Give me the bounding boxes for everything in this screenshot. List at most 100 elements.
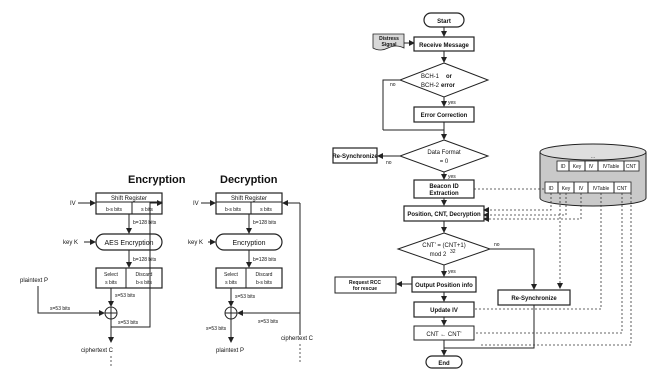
dash-db-end [480, 193, 632, 346]
enc-feedback-line [111, 200, 163, 328]
dash-db-update [474, 193, 602, 310]
data-format-decision [398, 139, 490, 173]
enc-sr-label: Shift Register [111, 196, 147, 202]
bch-no: no [390, 82, 396, 88]
dash-db-position-3 [483, 193, 582, 222]
dec-sr-label: Shift Register [231, 196, 267, 202]
beacon-id-label-2: Extraction [429, 191, 459, 197]
resync-box-1 [332, 147, 378, 164]
db-col-key-back: Key [573, 164, 582, 170]
end-label: End [438, 361, 450, 367]
arrow-cnt-no [490, 248, 537, 290]
enc-sr-bs: b-s bits [106, 207, 123, 213]
enc-key-label: key K [63, 240, 78, 246]
distress-label-1: Distress [379, 36, 399, 42]
enc-plaintext-label: plaintext P [20, 278, 48, 284]
cnt-label-2: mod 2 [430, 252, 447, 258]
db-col-ivtable-back: IVTable [603, 164, 620, 170]
request-rcc-label-1: Request RCC [349, 280, 381, 286]
receive-message-label: Receive Message [419, 43, 469, 49]
dec-select-bits: s bits [225, 280, 237, 286]
db-col-cnt-back: CNT [626, 164, 636, 170]
df-no: no [386, 160, 392, 166]
encryption-diagram: Encryption IV Shift Register b-s bits s … [20, 174, 186, 368]
bch-no-branch [382, 79, 400, 130]
df-yes: yes [448, 174, 456, 180]
enc-s53-a: s=53 bits [115, 293, 136, 299]
bch-2: BCH-2 [421, 83, 440, 89]
dec-s53-a: s=53 bits [235, 294, 256, 300]
db-col-id-back: ID [561, 164, 566, 170]
bch-yes: yes [448, 100, 456, 106]
cnt-decision [396, 232, 492, 266]
dec-sr-bs: b-s bits [225, 207, 242, 213]
dec-select-discard [215, 267, 283, 289]
dec-ciphertext-label: ciphertext C [281, 336, 314, 342]
distress-signal-icon: Distress Signal [372, 33, 405, 51]
distress-label-2: Signal [381, 42, 397, 48]
db-col-key: Key [562, 186, 571, 192]
bch-error: error [441, 83, 456, 89]
request-rcc-box [334, 276, 397, 294]
end-terminal [425, 355, 463, 369]
dec-iv-label: IV [193, 201, 199, 207]
enc-iv-label: IV [70, 201, 76, 207]
db-col-iv: IV [579, 186, 584, 192]
bch-1: BCH-1 [421, 74, 440, 80]
cnt-yes: yes [448, 269, 456, 275]
dash-db-cnt [474, 193, 623, 334]
bch-decision [398, 62, 490, 98]
enc-aes-label: AES Encryption [104, 240, 153, 247]
flowchart: Start Distress Signal Receive Message BC… [332, 12, 647, 369]
db-col-id: ID [549, 186, 554, 192]
cnt-assign-label: CNT ← CNT’ [426, 332, 461, 338]
cnt-label-exp: 32 [450, 249, 456, 255]
enc-b128-top: b=128 bits [133, 220, 157, 226]
decryption-diagram: Decryption IV Shift Register b-s bits s … [188, 174, 314, 362]
dec-discard: Discard [256, 272, 273, 278]
dec-select: Select [224, 272, 239, 278]
update-iv-label: Update IV [430, 308, 458, 314]
enc-sr-s: s bits [141, 207, 153, 213]
cnt-no: no [494, 242, 500, 248]
enc-discard-bits: b-s bits [136, 280, 153, 286]
data-format-2: = 0 [440, 159, 449, 165]
dec-s53-b: s=53 bits [206, 326, 227, 332]
data-format-1: Data Format [427, 150, 461, 156]
db-col-iv-back: IV [589, 164, 594, 170]
enc-select-bits: s bits [105, 280, 117, 286]
error-correction-label: Error Correction [421, 113, 468, 119]
dec-sr-s: s bits [260, 207, 272, 213]
output-position-label: Output Position info [415, 283, 473, 289]
dec-b128-top: b=128 bits [253, 220, 277, 226]
start-label: Start [437, 19, 451, 25]
db-dots: … [591, 154, 596, 160]
encryption-title: Encryption [128, 174, 186, 186]
enc-ciphertext-label: ciphertext C [81, 348, 114, 354]
dash-db-position-1 [483, 193, 552, 213]
request-rcc-label-2: for rescue [353, 286, 377, 292]
enc-plaintext-arrow [37, 286, 105, 316]
resync2-to-end [444, 305, 535, 349]
dec-plaintext-label: plaintext P [216, 348, 244, 354]
dec-enc-label: Encryption [232, 240, 265, 247]
database-icon: … [539, 143, 647, 207]
enc-s53-b: s=53 bits [50, 306, 71, 312]
db-row-back: ID Key IV IVTable CNT [556, 160, 640, 172]
resync-label-1: Re-Synchronize [332, 154, 378, 160]
position-label: Position, CNT, Decryption [407, 212, 481, 218]
cnt-label-1: CNT’ = (CNT+1) [422, 243, 465, 249]
enc-select-discard [95, 267, 163, 289]
dec-discard-bits: b-s bits [256, 280, 273, 286]
enc-s53-c: s=53 bits [118, 320, 139, 326]
db-col-cnt: CNT [617, 186, 627, 192]
db-col-ivtable: IVTable [593, 186, 610, 192]
resync-label-2: Re-Synchronize [511, 296, 557, 302]
enc-discard: Discard [136, 272, 153, 278]
decryption-title: Decryption [220, 174, 278, 186]
dash-db-position-2 [483, 193, 567, 218]
enc-select: Select [104, 272, 119, 278]
bch-or: or [446, 74, 453, 80]
dec-s53-c: s=53 bits [258, 319, 279, 325]
